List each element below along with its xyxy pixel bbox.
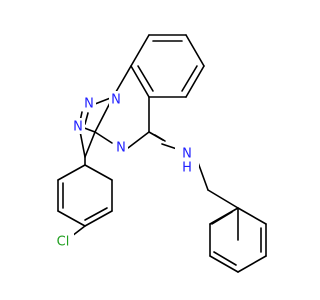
atom-label-chlorine: Cl bbox=[52, 233, 74, 250]
pyrimidine-ring bbox=[94, 65, 166, 149]
svg-text:N: N bbox=[116, 141, 126, 156]
svg-text:N: N bbox=[84, 97, 94, 112]
svg-text:N: N bbox=[73, 120, 83, 135]
atom-label-n-triazole-mid: N bbox=[71, 118, 85, 135]
atom-label-nh-amine: N H bbox=[175, 147, 199, 176]
svg-text:Cl: Cl bbox=[57, 235, 70, 250]
svg-text:N: N bbox=[111, 93, 121, 108]
atom-label-n-bridge: N bbox=[109, 91, 123, 108]
molecule-canvas: N N N N N H Cl bbox=[52, 34, 267, 273]
svg-text:H: H bbox=[182, 161, 192, 176]
phenyl-ring bbox=[209, 207, 267, 273]
atom-label-n-triazole-left: N bbox=[82, 95, 96, 112]
atom-label-n-pyrimidine: N bbox=[114, 139, 128, 156]
svg-text:N: N bbox=[182, 147, 192, 162]
benzo-ring bbox=[130, 34, 205, 98]
chlorophenyl-ring bbox=[57, 156, 113, 237]
structure-diagram: N N N N N H Cl bbox=[52, 34, 267, 273]
